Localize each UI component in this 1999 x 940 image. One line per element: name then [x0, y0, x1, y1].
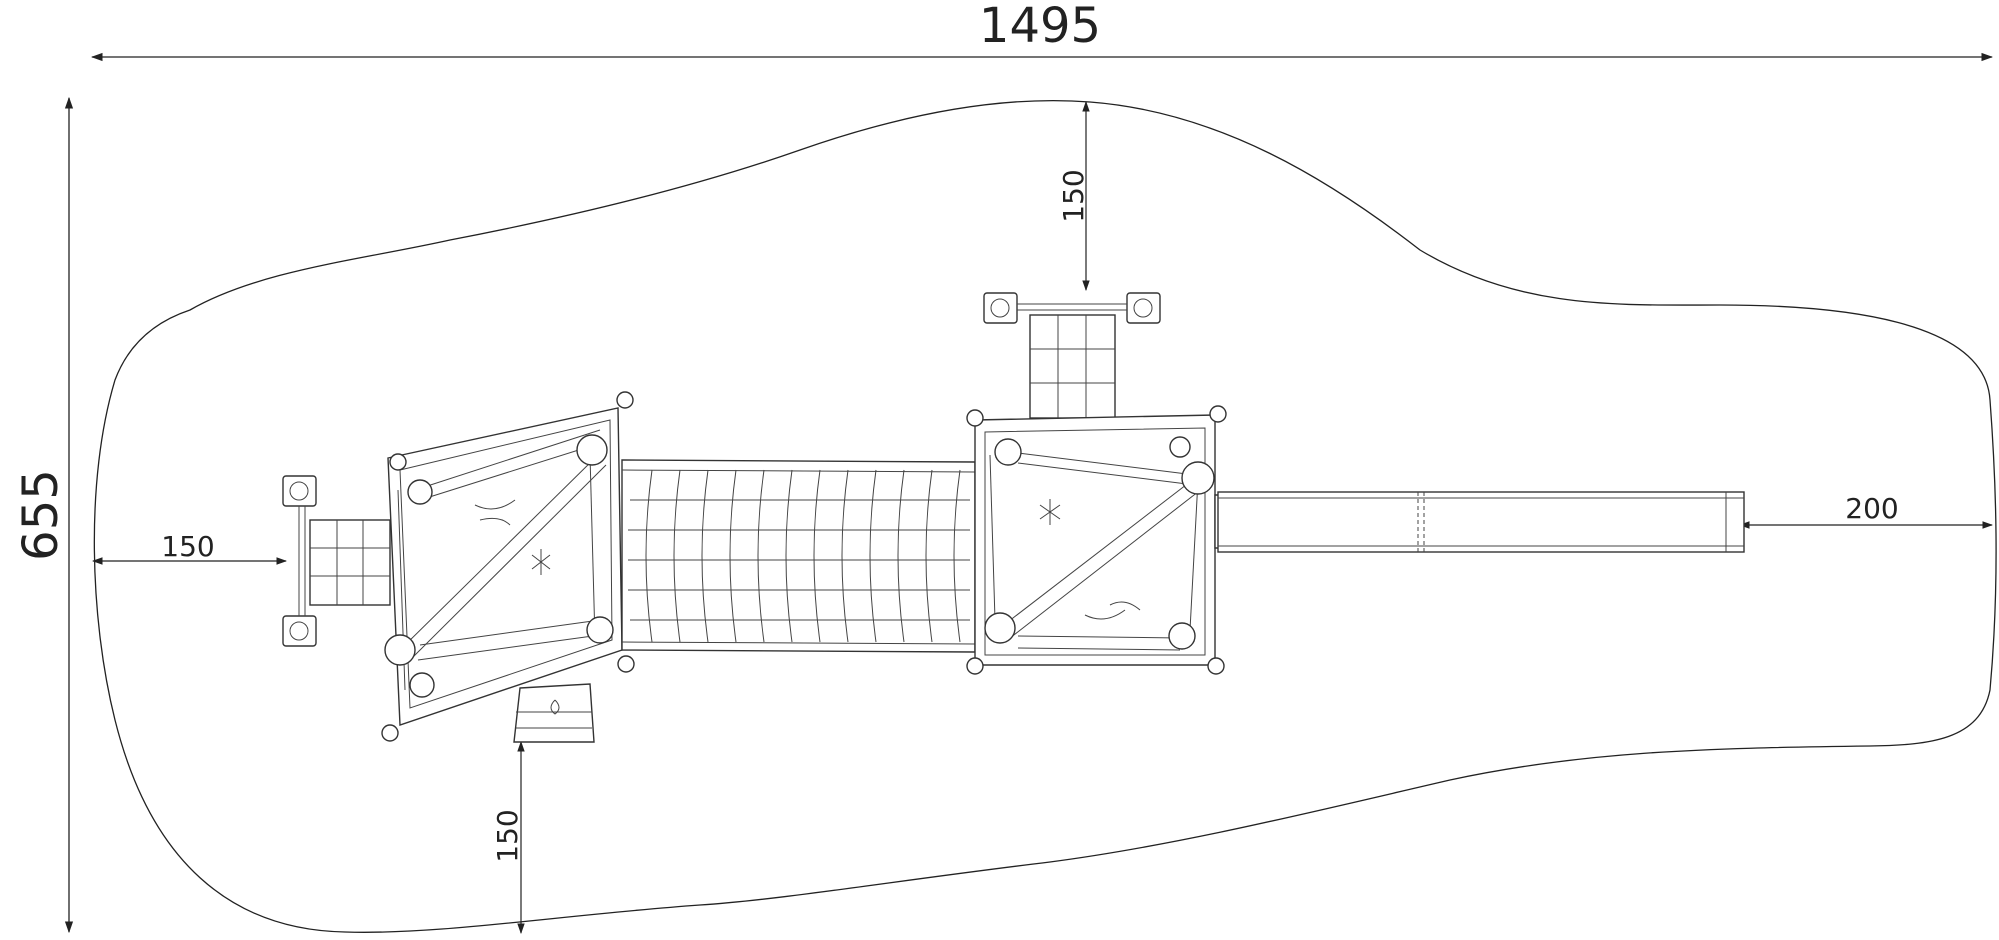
bottom-clearance-label: 150: [491, 809, 524, 862]
depth-dimension-label: 655: [13, 469, 69, 561]
depth-dimension: 655: [13, 96, 74, 934]
top-net-ladder: [983, 292, 1161, 419]
safety-zone-outline: [93, 100, 1997, 933]
width-dimension: 1495: [90, 0, 1994, 62]
right-tower: [966, 405, 1227, 675]
width-dimension-label: 1495: [979, 0, 1101, 54]
top-clearance-label: 150: [1057, 169, 1090, 222]
net-tunnel: [621, 459, 976, 653]
left-net-ladder: [282, 475, 391, 647]
right-clearance-label: 200: [1845, 492, 1898, 525]
left-tower: [381, 391, 635, 742]
slide: [1214, 491, 1745, 553]
left-clearance-label: 150: [161, 530, 214, 563]
bottom-clearance-dimension: 150: [491, 740, 525, 935]
right-clearance-dimension: 200: [1738, 492, 1994, 529]
top-clearance-dimension: 150: [1057, 100, 1090, 292]
climbing-block: [513, 683, 595, 743]
left-clearance-dimension: 150: [91, 530, 288, 565]
